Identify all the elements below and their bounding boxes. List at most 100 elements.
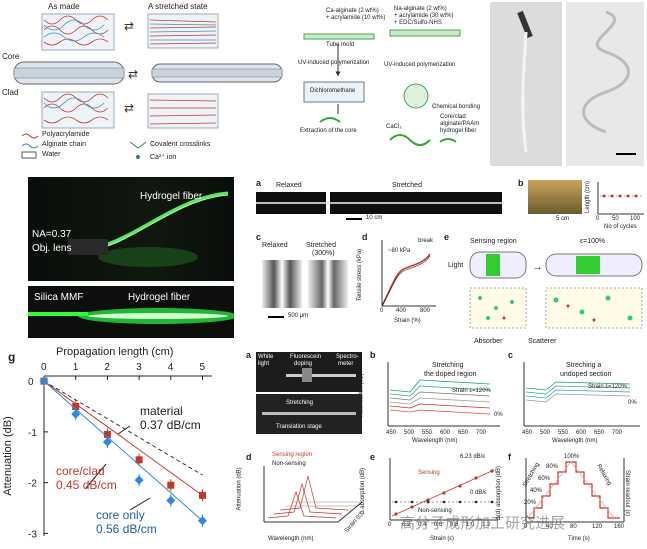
panel-d1-label: d <box>362 232 368 242</box>
g-coreonly-val: 0.56 dB/cm <box>96 522 157 536</box>
d2-non: Non-sensing <box>272 461 306 467</box>
scale-bar-a1 <box>346 218 362 220</box>
e2-xtick-2: 0.4 <box>418 522 427 528</box>
f2-p40: 40% <box>530 488 543 494</box>
c2-xtick-2: 550 <box>558 430 569 436</box>
setup-photo-1 <box>256 352 362 392</box>
hydrogel-fiber-label: Hydrogel fiber <box>140 191 203 202</box>
stretched-label: Stretched <box>392 182 422 189</box>
g-material: material <box>140 404 183 418</box>
b2-xtick-2: 550 <box>422 430 433 436</box>
e2-sval: 6.23 dB/ε <box>460 454 486 460</box>
f2-p20: 20% <box>524 500 537 506</box>
flow-left-1: Ca-alginate (2 wt%) <box>326 8 379 14</box>
flow-right-7: Core/clad <box>440 114 466 120</box>
e2-nval: 0 dB/ε <box>470 490 487 496</box>
b1-xtick-0: 0 <box>596 216 600 222</box>
d1-break: break <box>418 238 434 244</box>
d2-waterfall <box>263 466 363 523</box>
a2-white: White <box>258 354 274 360</box>
data-point-coreonly <box>71 409 81 419</box>
c2-title1: Streching a <box>566 362 602 369</box>
c1-relaxed-micrograph <box>262 260 302 308</box>
a2-fluor: Fluorescein <box>290 354 322 360</box>
fit-line-1 <box>43 380 203 522</box>
e2-non: Non-sensing <box>418 508 452 514</box>
d2-ylabel: Attenuation (dB) <box>236 467 243 511</box>
hydrogel-fiber-label-2: Hydrogel fiber <box>128 292 191 303</box>
svg-text:⇄: ⇄ <box>124 19 134 33</box>
flow-left-2: + acrylamide (10 wt%) <box>326 15 386 21</box>
e2-xtick-4: 0.8 <box>450 522 459 528</box>
f2-xtick-4: 160 <box>614 524 625 530</box>
panel-b2-label: b <box>370 350 376 360</box>
y-tick-label: -1 <box>28 428 37 439</box>
b1-xtick-1: 50 <box>612 216 619 222</box>
a2-light: light <box>258 361 270 367</box>
arrow-material <box>117 425 131 435</box>
c2-zero: 0% <box>628 400 637 406</box>
panel-b1-label: b <box>518 178 524 188</box>
data-point-coreclad <box>167 481 175 489</box>
c2-xtick-4: 650 <box>594 430 605 436</box>
b2-xlabel: Wavelength (nm) <box>412 438 458 444</box>
g-material-val: 0.37 dB/cm <box>140 418 201 432</box>
data-point-coreonly <box>102 437 112 447</box>
cycles-chart <box>597 182 644 215</box>
data-point-coreclad <box>135 456 143 464</box>
b1-xtick-2: 100 <box>630 216 641 222</box>
scale-label-a1: 10 cm <box>366 215 383 221</box>
panel-c2-label: c <box>508 350 514 360</box>
b2-title1: Stretching <box>432 362 464 369</box>
e2-ylabel: Δ absorption (dB) <box>360 467 367 515</box>
y-tick-label: 0 <box>28 377 34 388</box>
scale-bar-c1 <box>268 316 284 318</box>
svg-text:⇄: ⇄ <box>124 101 134 115</box>
flow-left-5: Dichloromethane <box>310 88 356 94</box>
d2-sensing: Sensing region <box>272 452 313 458</box>
c2-spectra <box>523 362 640 427</box>
svg-text:→: → <box>532 261 543 273</box>
flow-right-9: hydrogel fiber <box>440 128 477 134</box>
flow-right-4: UV-induced polymerization <box>384 62 456 68</box>
f2-chart <box>525 458 625 523</box>
a2-spectro: Spectro- <box>336 354 359 360</box>
fiber-photo-spiral <box>566 2 644 166</box>
e1-light: Light <box>448 262 464 269</box>
data-point-coreclad <box>198 491 206 499</box>
b2-ylabel: Attenuation (dB) <box>358 373 365 417</box>
e1-absorber: Absorber <box>474 338 503 345</box>
d1-xtick-1: 400 <box>396 308 407 314</box>
flow-right-2: + acrylamide (30 wt%) <box>394 13 454 19</box>
flow-right-3: + EDC/Sulfo-NHS <box>394 20 442 26</box>
data-point-coreonly <box>166 495 176 505</box>
a2-doping: doping <box>294 361 313 367</box>
panel-a1-label: a <box>256 178 262 188</box>
d1-xtick-2: 800 <box>420 308 431 314</box>
f2-xtick-3: 120 <box>592 524 603 530</box>
e2-xlabel: Strain (ε) <box>430 536 455 542</box>
panel-a2-label: a <box>246 350 252 360</box>
stress-strain-chart <box>381 240 436 307</box>
x-tick-label: 2 <box>104 362 110 373</box>
f2-xtick-1: 40 <box>546 524 553 530</box>
legend-water: Water <box>42 151 61 158</box>
c1-stretched: Stretched <box>306 242 336 249</box>
relaxed-label: Relaxed <box>276 182 302 189</box>
scale-label-b1: 5 cm <box>556 216 570 222</box>
b2-xtick-3: 600 <box>440 430 451 436</box>
b1-xlabel: No of cycles <box>604 224 637 230</box>
panel-e1-label: e <box>444 232 450 242</box>
panel-c1-label: c <box>256 232 262 242</box>
f2-xtick-0: 0 <box>524 524 528 530</box>
e2-xtick-1: 0.2 <box>402 522 411 528</box>
f2-xlabel: Time (s) <box>568 536 590 542</box>
d1-xlabel: Strain (%) <box>394 318 421 324</box>
na-label: NA=0.37 <box>32 229 72 240</box>
b2-xtick-0: 450 <box>386 430 397 436</box>
y-tick-label: -2 <box>28 479 37 490</box>
legend-alginate: Alginate chain <box>42 141 86 148</box>
mmf-coupling-photo: Silica MMF Hydrogel fiber <box>28 286 234 338</box>
panel-e2-label: e <box>370 452 376 462</box>
material-line <box>43 380 203 476</box>
